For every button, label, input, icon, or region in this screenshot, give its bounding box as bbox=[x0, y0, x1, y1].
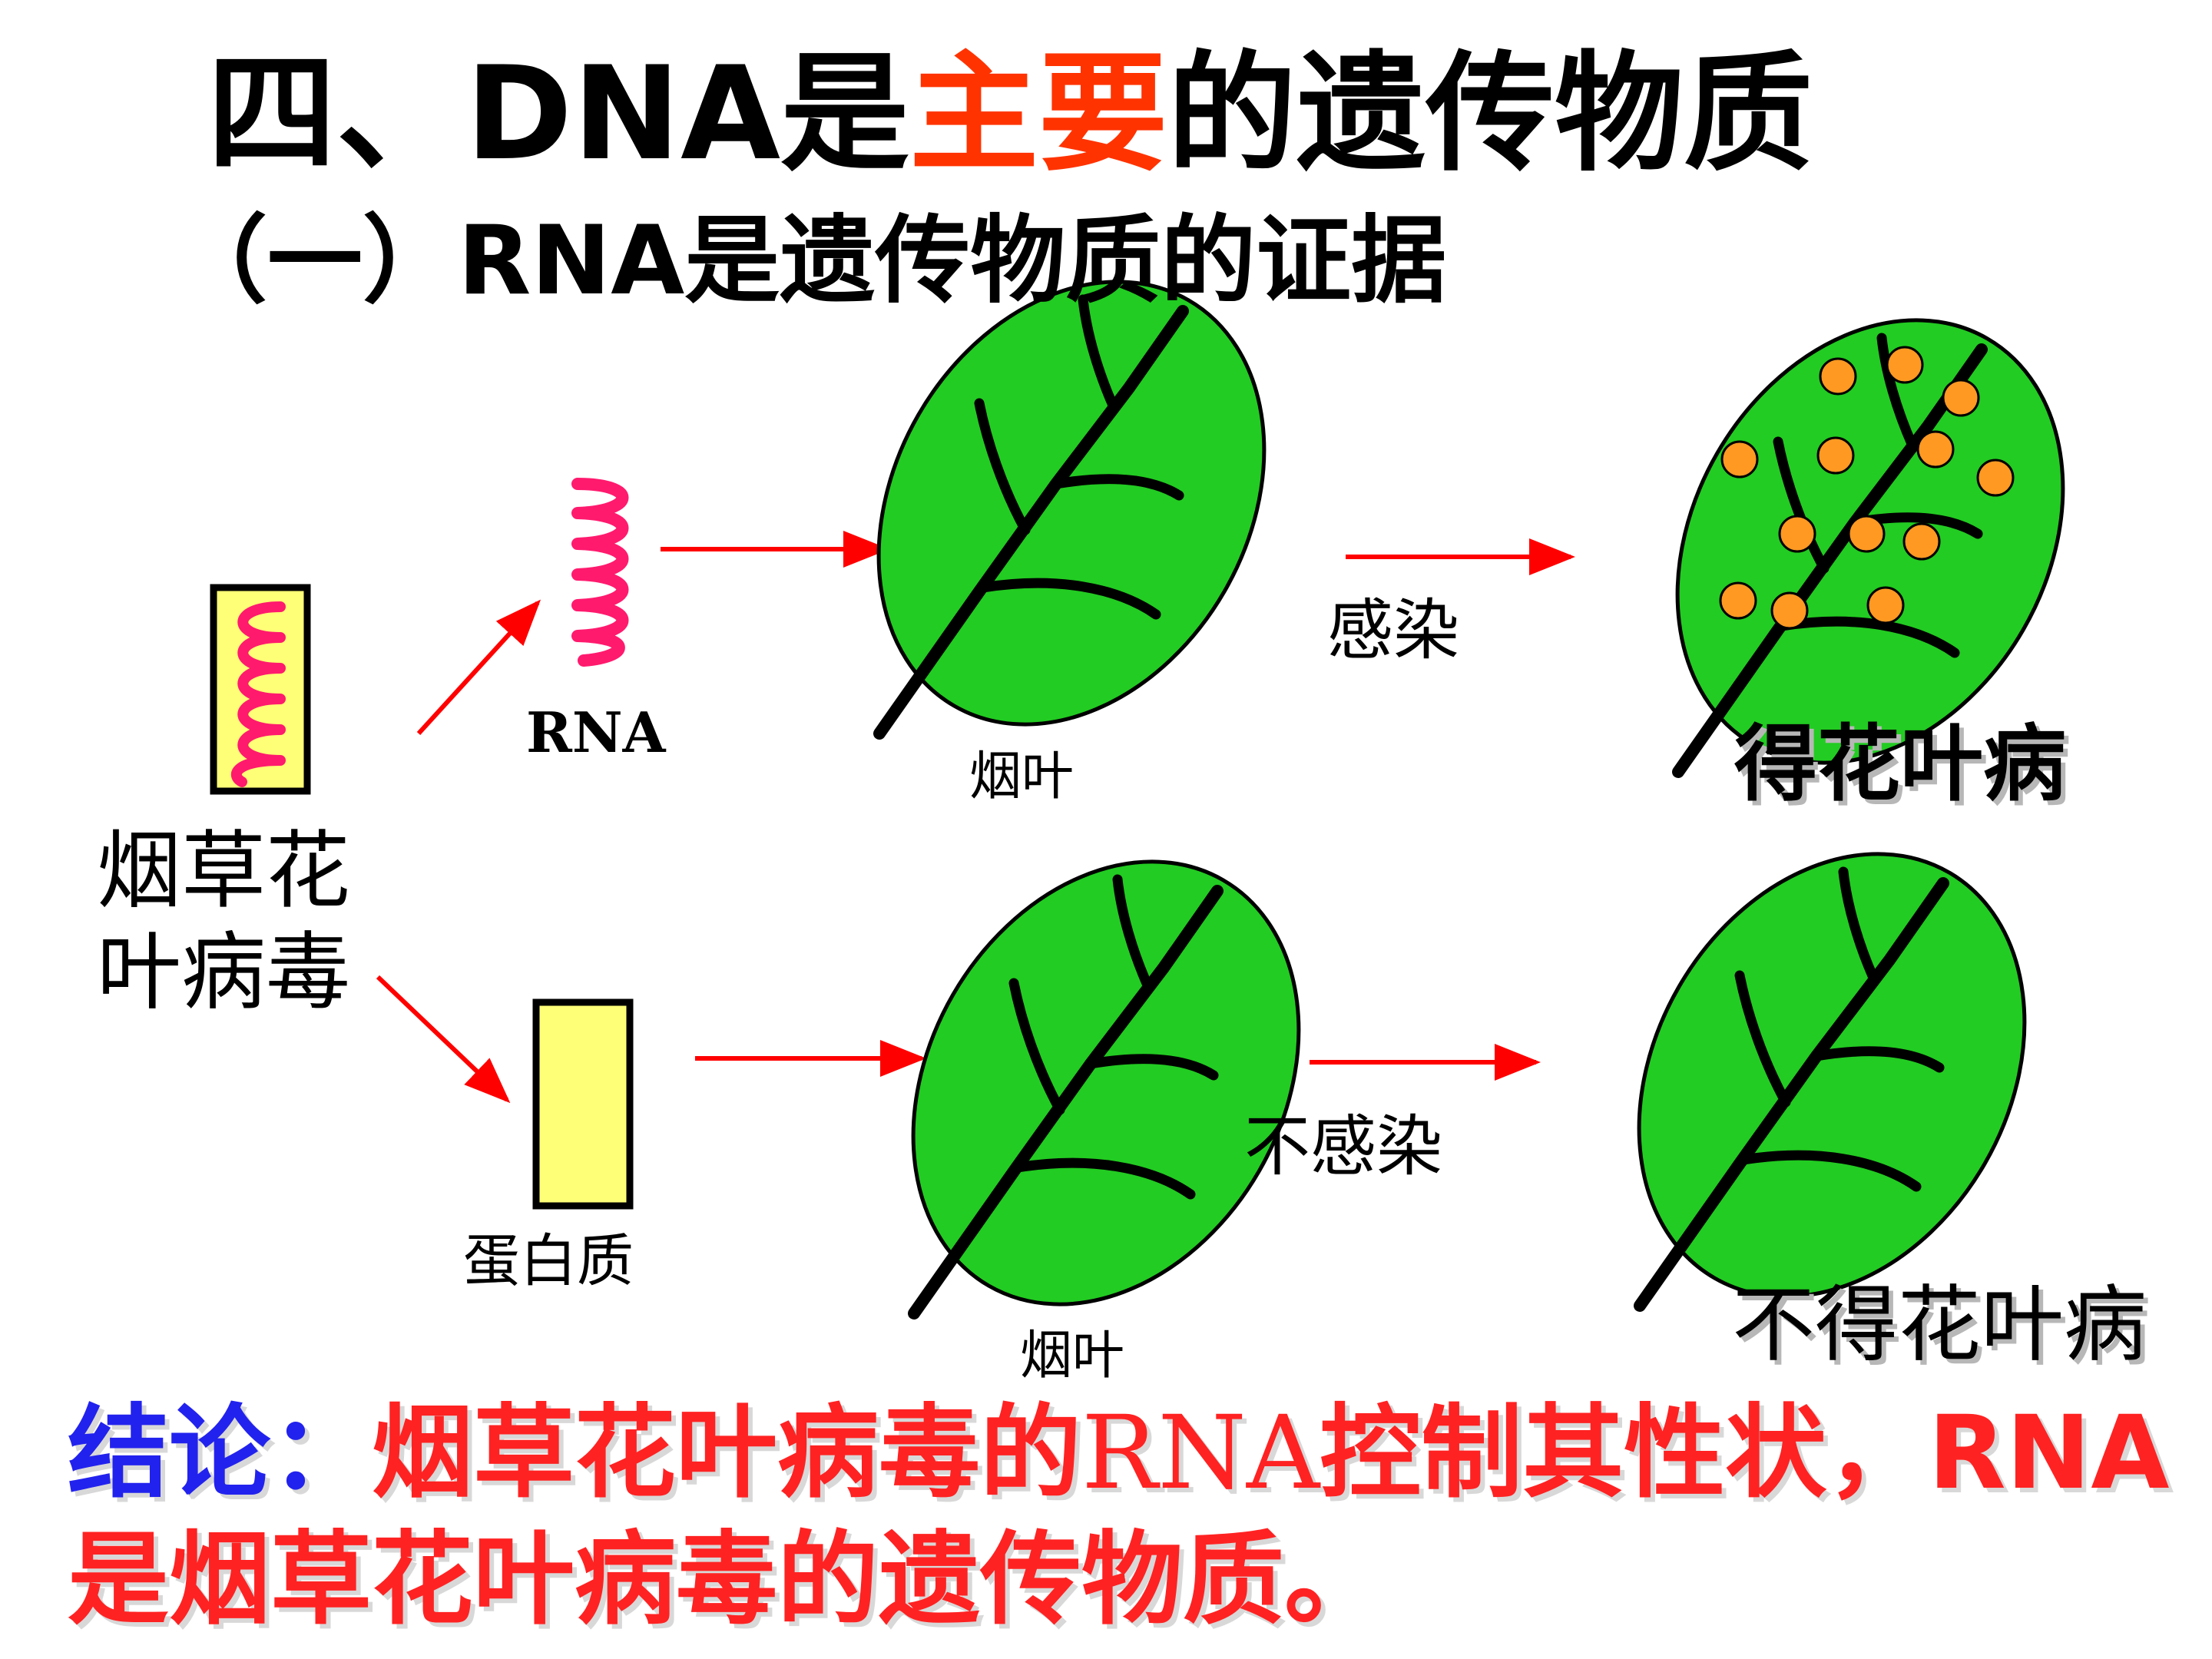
arrow-virus-to-protein bbox=[376, 975, 511, 1104]
virus-capsule-icon bbox=[210, 584, 311, 795]
virus-label: 烟草花 叶病毒 bbox=[97, 820, 350, 1023]
rna-label: RNA bbox=[526, 700, 666, 765]
page-title: 四、DNA是主要的遗传物质 bbox=[207, 49, 1813, 178]
page-subtitle: （一）RNA是遗传物质的证据 bbox=[172, 206, 1447, 316]
conclusion-part2: 控制其性状，RNA是烟草花叶病毒的遗传物质。 bbox=[68, 1394, 2170, 1639]
title-highlight: 主要 bbox=[909, 38, 1168, 189]
arrow-virus-to-rna bbox=[416, 599, 541, 736]
leaf-icon bbox=[836, 792, 1376, 1374]
rna-strand-icon bbox=[571, 478, 629, 667]
protein-label: 蛋白质 bbox=[463, 1228, 634, 1294]
infect-label: 感染 bbox=[1327, 592, 1459, 669]
result-healthy: 不得花叶病 bbox=[1732, 1277, 2147, 1373]
leaf-label-top: 烟叶 bbox=[969, 747, 1075, 807]
virus-label-line2: 叶病毒 bbox=[97, 923, 350, 1022]
conclusion-lead: 结论： bbox=[68, 1394, 372, 1512]
lesion-spot-icon bbox=[1719, 346, 2015, 630]
leaf-label-bottom: 烟叶 bbox=[1020, 1326, 1125, 1386]
title-prefix: 四、DNA是 bbox=[207, 38, 910, 189]
title-suffix: 的遗传物质 bbox=[1167, 38, 1813, 189]
no-infect-label: 不感染 bbox=[1244, 1108, 1442, 1185]
conclusion: 结论：烟草花叶病毒的RNA控制其性状，RNA是烟草花叶病毒的遗传物质。 bbox=[68, 1390, 2172, 1644]
conclusion-part1: 烟草花叶病毒的 bbox=[372, 1394, 1081, 1512]
conclusion-rna: RNA bbox=[1081, 1394, 1320, 1512]
result-infected: 得花叶病 bbox=[1734, 717, 2067, 813]
virus-label-line1: 烟草花 bbox=[97, 822, 350, 920]
protein-icon bbox=[532, 998, 634, 1210]
